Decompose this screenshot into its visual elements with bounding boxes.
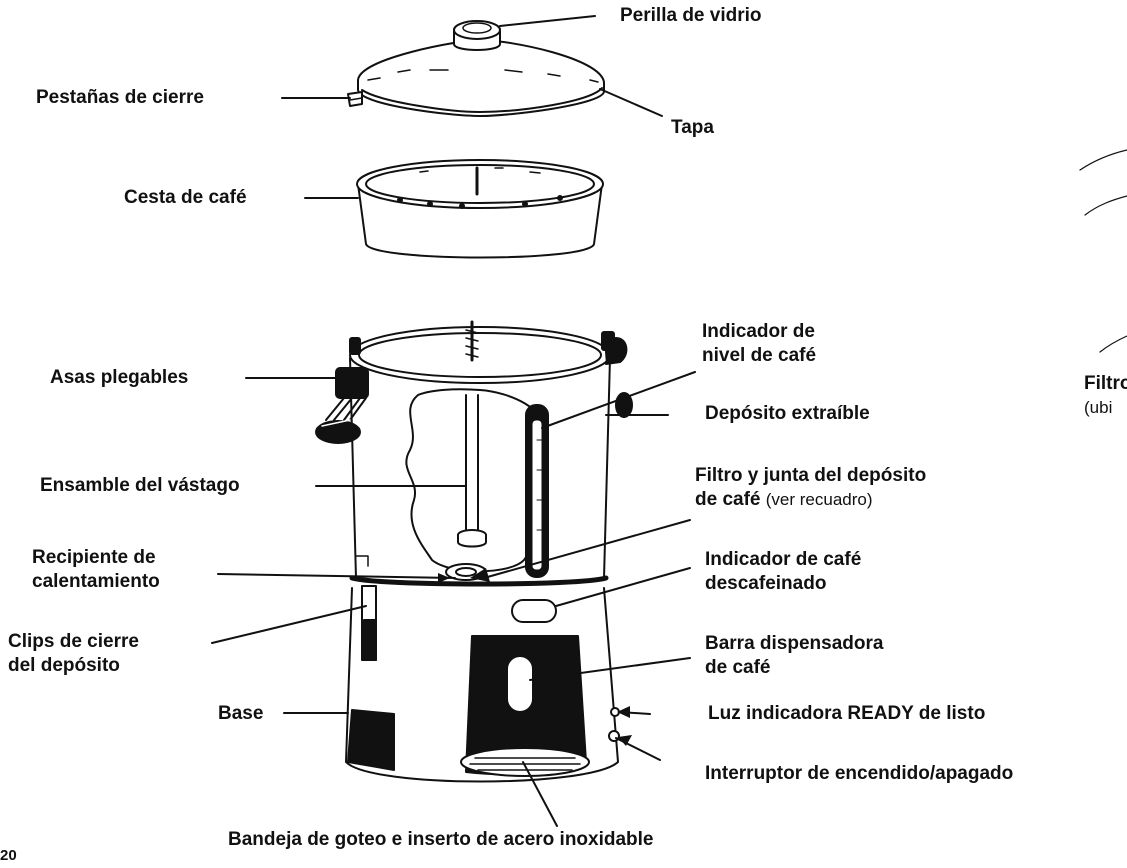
label-indicador-nivel-line2: nivel de café [702,345,817,366]
label-perilla: Perilla de vidrio [620,5,762,26]
label-tapa: Tapa [671,117,714,138]
arrowheads [438,568,632,746]
label-filtro-junta: Filtro y junta del depósito de café (ver… [695,464,926,512]
label-indicador-nivel: Indicador de nivel de café [702,320,816,368]
urn-body [315,320,633,581]
label-interruptor: Interruptor de encendido/apagado [705,763,1014,784]
label-base: Base [218,703,264,724]
label-filtro-junta-line2-text: de café [695,489,761,510]
label-inset-line2: (ubi [1084,398,1113,417]
label-descafeinado-line1: Indicador de café [705,549,862,570]
label-barra-line2: de café [705,657,771,678]
label-barra: Barra dispensadora de café [705,632,883,680]
label-clips-line1: Clips de cierre [8,631,139,652]
page-number: 20 [0,847,17,864]
label-deposito: Depósito extraíble [705,403,870,424]
label-recipiente-line1: Recipiente de [32,547,156,568]
label-recipiente: Recipiente de calentamiento [32,546,160,594]
label-indicador-nivel-line1: Indicador de [702,321,815,342]
label-descafeinado-line2: descafeinado [705,573,827,594]
label-vastago: Ensamble del vástago [40,475,240,496]
coffee-basket [356,159,604,259]
label-clips: Clips de cierre del depósito [8,630,139,678]
lid [347,20,605,117]
label-luz-ready: Luz indicadora READY de listo [708,703,986,724]
label-descafeinado: Indicador de café descafeinado [705,548,861,596]
label-inset-line1: Filtro [1084,373,1127,394]
label-cesta: Cesta de café [124,187,247,208]
urn-base [345,585,620,783]
label-asas: Asas plegables [50,367,189,388]
label-inset-filtro: Filtro (ubi [1084,372,1127,420]
label-barra-line1: Barra dispensadora [705,633,884,654]
label-filtro-junta-line2: de café (ver recuadro) [695,488,926,512]
label-clips-line2: del depósito [8,655,120,676]
leader-lines [211,15,696,827]
label-filtro-junta-line1: Filtro y junta del depósito [695,465,927,486]
label-filtro-junta-note: (ver recuadro) [765,490,873,509]
label-bandeja: Bandeja de goteo e inserto de acero inox… [228,829,654,850]
label-recipiente-line2: calentamiento [32,571,160,592]
inset-fragment [1079,149,1127,353]
label-pestanas: Pestañas de cierre [36,87,204,108]
